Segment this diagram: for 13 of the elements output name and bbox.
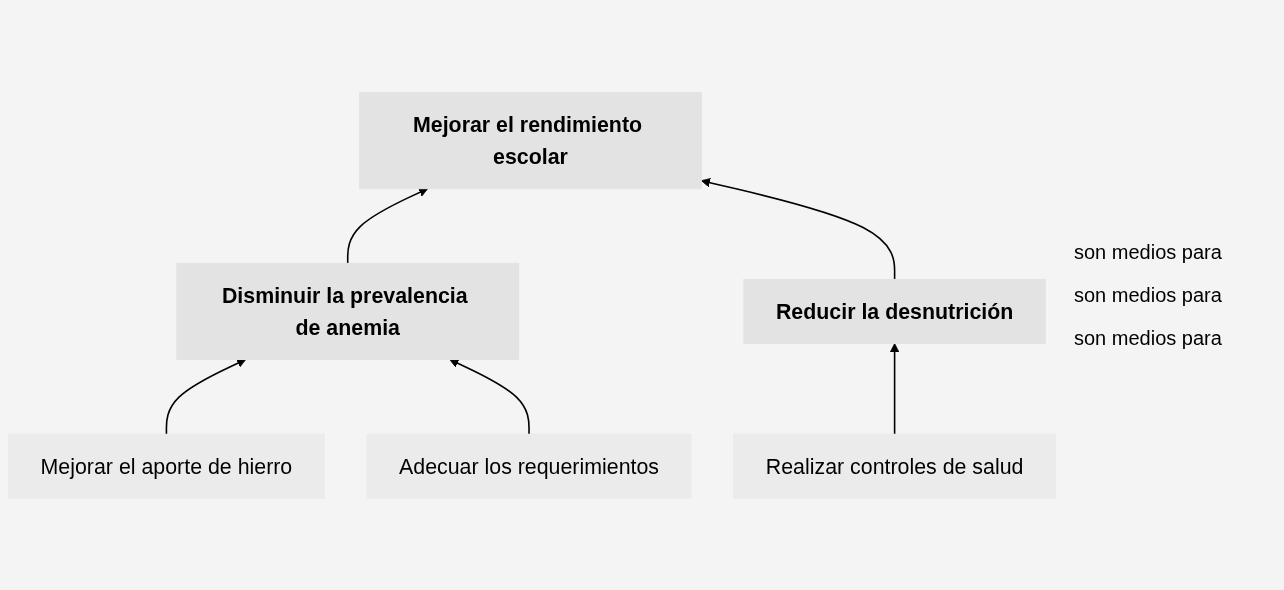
arrow [346,187,429,264]
node-box: Realizar controles de salud [733,433,1056,499]
node-box: Mejorar el aporte de hierro [8,433,325,499]
note-text: son medios para [1074,283,1223,307]
arrow [165,358,247,435]
note-text: son medios para [1074,326,1223,350]
node-box: Disminuir la prevalencia de anemia [176,262,520,360]
node-box: Reducir la desnutrición [743,278,1046,344]
node-box: Adecuar los requerimientos [366,433,692,499]
node-box: Mejorar el rendimiento escolar [359,91,702,189]
note-text: son medios para [1074,240,1223,264]
arrow [449,358,530,435]
arrow [889,342,900,435]
